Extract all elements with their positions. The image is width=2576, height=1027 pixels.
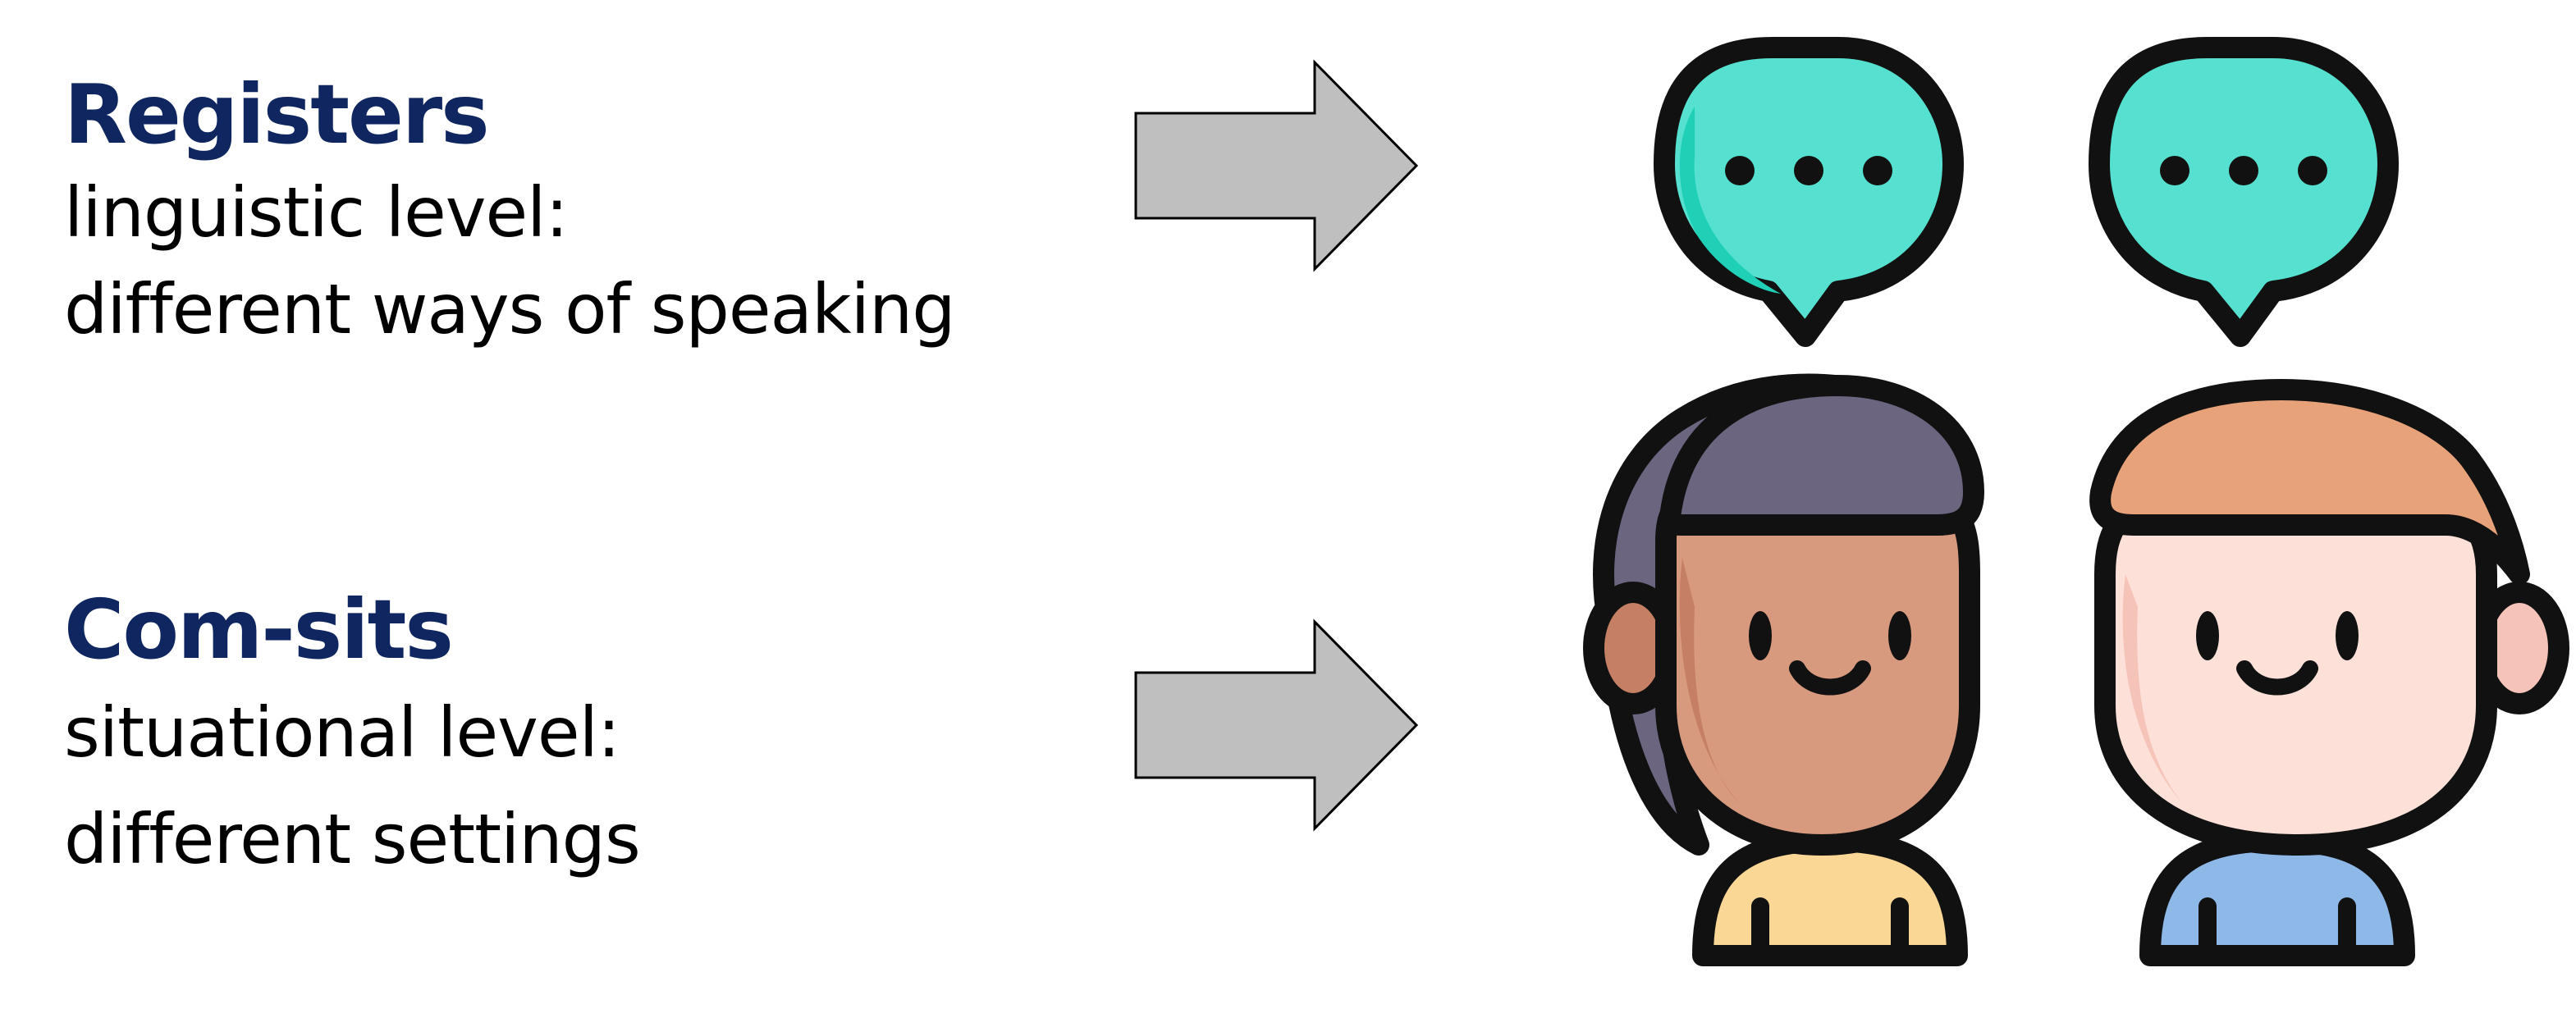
person-left-icon [1583,373,1984,966]
comsits-heading: Com-sits [64,582,454,678]
comsits-line-2: different settings [64,799,641,879]
registers-line-1: linguistic level: [64,172,569,253]
registers-line-2: different ways of speaking [64,269,956,349]
right-arrow-icon [1134,618,1419,832]
speech-bubble-icon [1654,37,1964,347]
speech-bubble-icon [2089,37,2399,347]
person-right-icon [2089,379,2569,966]
comsits-line-1: situational level: [64,692,620,773]
registers-block: Registers linguistic level: different wa… [64,66,956,358]
two-people-talking-icon [1583,37,2569,966]
registers-heading: Registers [64,66,490,162]
right-arrow-icon [1134,59,1419,272]
arrow-shape [1134,618,1419,832]
comsits-block: Com-sits situational level: different se… [64,581,641,892]
arrow-shape [1134,59,1419,272]
